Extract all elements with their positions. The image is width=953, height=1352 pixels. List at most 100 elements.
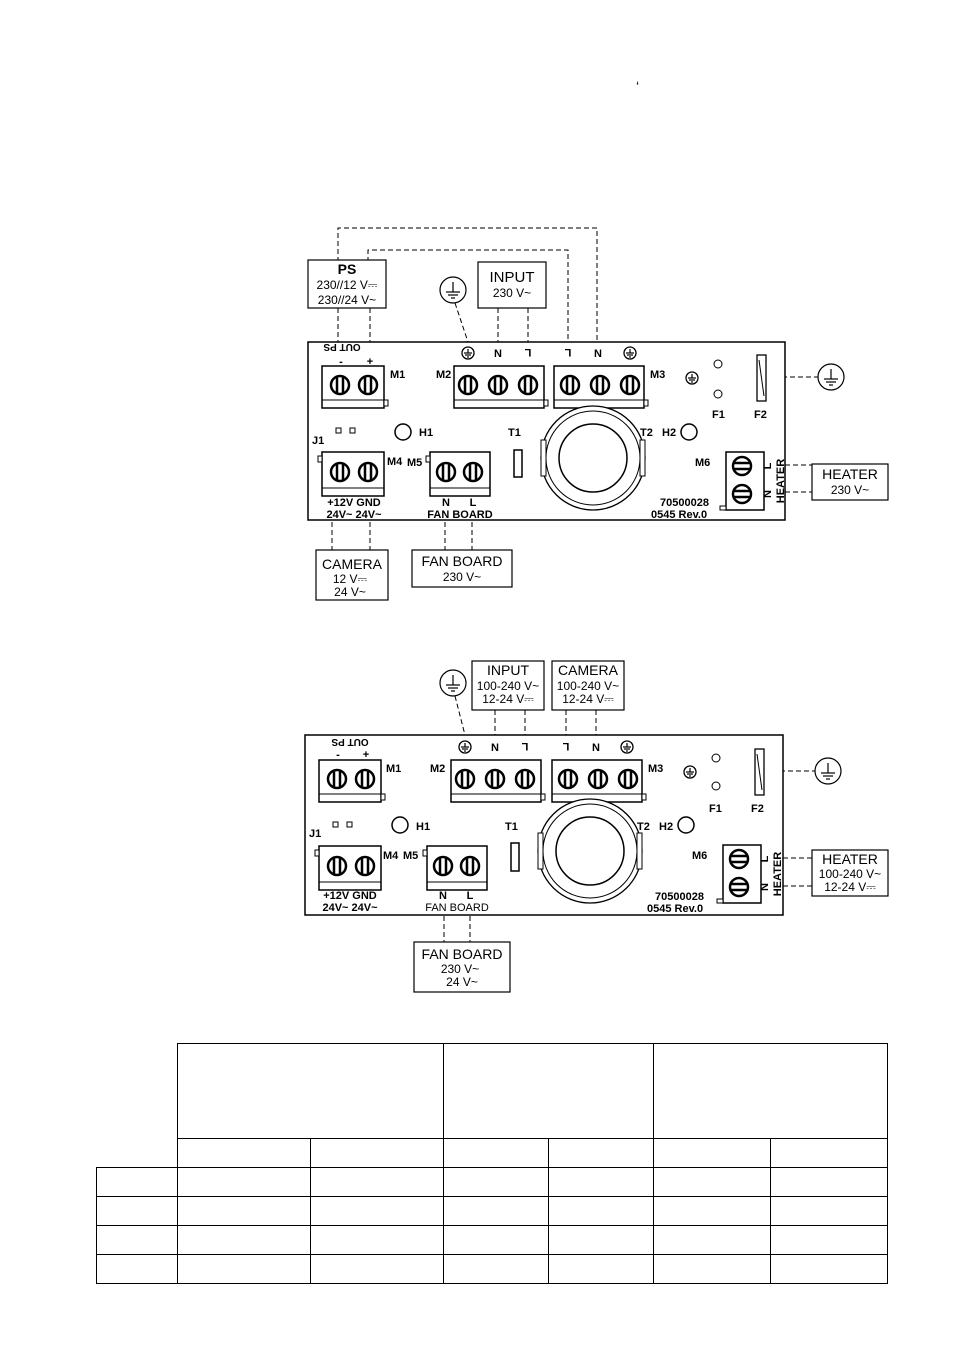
ps-line2: 230//24 V~: [318, 293, 376, 307]
terminal-m3: [553, 365, 649, 409]
table-cell: [652, 1196, 771, 1226]
f1-label: F1: [709, 803, 722, 815]
f2-label: F2: [754, 409, 767, 421]
camera-line1: 100-240 V~: [557, 679, 619, 693]
m6-label: M6: [692, 850, 707, 862]
f1-pad: [713, 359, 723, 369]
h1-hole: [391, 816, 409, 834]
input-box: [477, 261, 547, 309]
camera-line1: 12 V⎓: [333, 572, 368, 586]
fan-board-line1: 230 V~: [441, 962, 479, 976]
h1-label: H1: [416, 821, 430, 833]
camera-box: [315, 549, 389, 601]
f1-pad: [711, 781, 721, 791]
table-row: [96, 1167, 888, 1197]
earth-small-icon: [685, 371, 699, 385]
h2-label: H2: [662, 427, 676, 439]
fan-board-title: FAN BOARD: [422, 946, 503, 962]
m4-row1: +12V GND: [323, 890, 377, 902]
terminal-m1: [318, 759, 386, 803]
table-row: [96, 1225, 888, 1255]
table-header-row: [97, 1043, 888, 1139]
j1-pin: [349, 427, 356, 434]
m2-label: M2: [436, 369, 451, 381]
camera-title: CAMERA: [558, 662, 619, 678]
terminal-m3: [551, 759, 647, 803]
top-mark: ‘: [636, 78, 640, 94]
m5-label: M5: [403, 850, 418, 862]
ground-icon: [439, 276, 467, 304]
earth-small-icon: [683, 765, 697, 779]
table-cell: [547, 1196, 654, 1226]
heater-box: [811, 849, 889, 897]
t1-component: [513, 449, 523, 478]
table-cell: [547, 1254, 654, 1284]
f2-label: F2: [751, 803, 764, 815]
camera-title: CAMERA: [322, 556, 383, 572]
transformer-t2: [537, 798, 643, 904]
m3-label: M3: [648, 763, 663, 775]
h1-label: H1: [419, 427, 433, 439]
table-cell: [96, 1225, 178, 1255]
table-cell: [442, 1167, 549, 1197]
j1-pin: [346, 821, 353, 828]
table-cell: [652, 1167, 771, 1197]
terminal-m5: [422, 845, 488, 891]
table-cell: [97, 1044, 178, 1139]
out-ps-label: OUT PS: [331, 736, 369, 747]
earth-small-icon: [623, 346, 637, 360]
table-cell: [96, 1138, 177, 1168]
m2-l-label: L: [521, 740, 528, 752]
camera-box: [551, 660, 625, 711]
t2-label: T2: [637, 821, 650, 833]
fuse-f2: [754, 748, 765, 796]
j1-label: J1: [309, 828, 321, 840]
minus-label: -: [339, 356, 343, 368]
table-cell: [769, 1138, 888, 1168]
wires: [443, 695, 815, 942]
table-cell: [309, 1196, 444, 1226]
m5-label: M5: [407, 457, 422, 469]
fan-board-title: FAN BOARD: [422, 553, 503, 569]
m2-l-label: L: [524, 346, 531, 358]
m3-l-label: L: [562, 740, 569, 752]
camera-line2: 24 V~: [334, 585, 366, 599]
heater-title: HEATER: [822, 851, 878, 867]
fan-board-box: [413, 941, 511, 993]
m4-row1: +12V GND: [327, 497, 381, 509]
m2-n-label: N: [494, 348, 502, 360]
ground-icon: [814, 757, 842, 785]
table-header-cell: [442, 1043, 654, 1139]
m6-n-label: N: [762, 490, 774, 498]
m5-l-label: L: [467, 890, 474, 902]
table-header-cell: [652, 1043, 888, 1139]
terminal-m6: [719, 451, 765, 511]
minus-label: -: [336, 749, 340, 761]
m2-n-label: N: [491, 742, 499, 754]
plus-label: +: [363, 749, 369, 761]
code-label: 70500028: [660, 497, 709, 509]
input-box: [471, 660, 545, 711]
m6-l-label: L: [759, 855, 771, 862]
table-cell: [96, 1254, 178, 1284]
table-cell: [769, 1254, 888, 1284]
table-cell: [309, 1225, 444, 1255]
j1-pin: [332, 821, 339, 828]
t1-component: [510, 842, 520, 872]
terminal-m1: [321, 365, 389, 409]
table-cell: [309, 1138, 444, 1168]
rev-label: 0545 Rev.0: [647, 903, 703, 915]
m2-label: M2: [430, 763, 445, 775]
table-cell: [652, 1254, 771, 1284]
ps-box: [307, 259, 387, 309]
h2-label: H2: [659, 821, 673, 833]
ps-line1: 230//12 V⎓: [317, 278, 378, 292]
ps-title: PS: [338, 261, 357, 277]
fan-board-line2: 24 V~: [446, 975, 478, 989]
earth-small-icon: [620, 740, 634, 754]
fuse-f2: [756, 354, 767, 402]
heater-line1: 100-240 V~: [819, 867, 881, 881]
heater-vertical-label: HEATER: [772, 852, 784, 896]
table-cell: [309, 1167, 444, 1197]
